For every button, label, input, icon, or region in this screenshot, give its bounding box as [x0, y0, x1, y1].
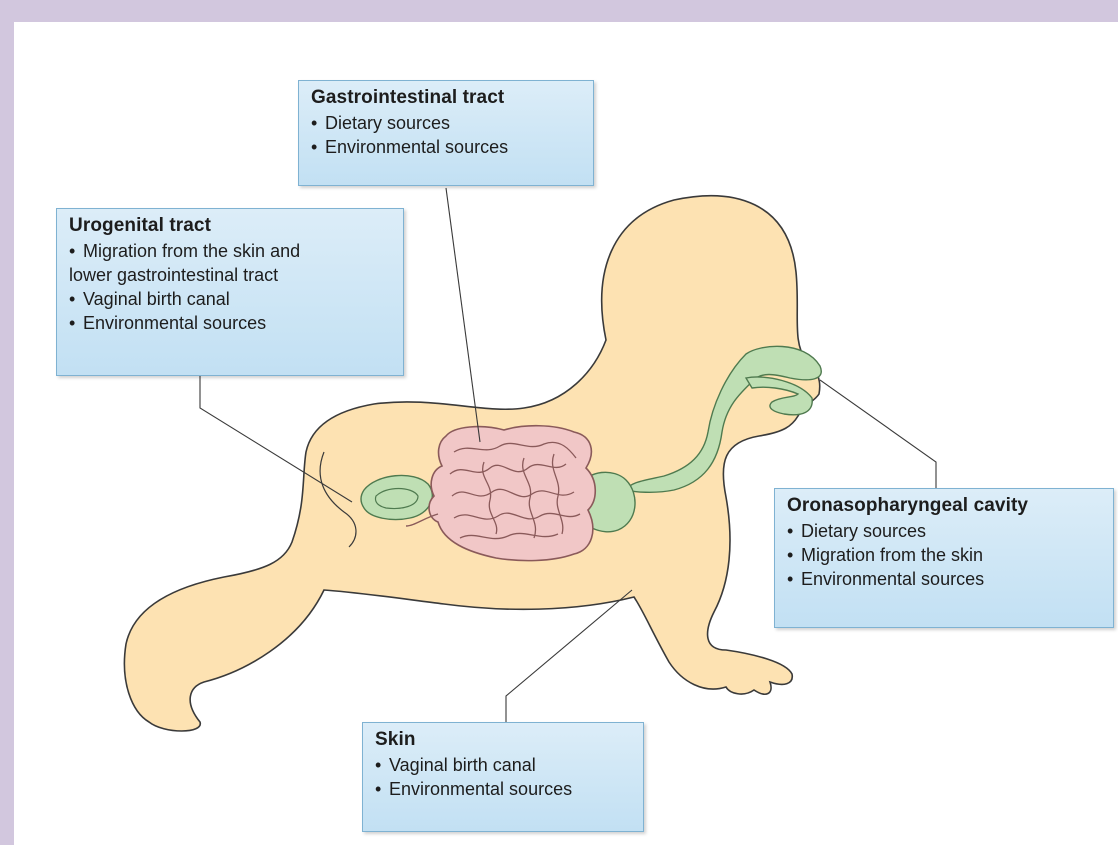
- oronasopharyngeal-label-box: Oronasopharyngeal cavity Dietary sources…: [774, 488, 1114, 628]
- gastrointestinal-label-box: Gastrointestinal tract Dietary sources E…: [298, 80, 594, 186]
- leader-oronasopharyngeal: [820, 380, 936, 488]
- list-item: Vaginal birth canal: [375, 753, 631, 777]
- oronasopharyngeal-title: Oronasopharyngeal cavity: [787, 495, 1101, 517]
- skin-label-box: Skin Vaginal birth canal Environmental s…: [362, 722, 644, 832]
- gastrointestinal-list: Dietary sources Environmental sources: [311, 111, 581, 159]
- list-item: Dietary sources: [311, 111, 581, 135]
- diagram-canvas: Gastrointestinal tract Dietary sources E…: [14, 22, 1118, 845]
- urogenital-list: Migration from the skin and lower gastro…: [69, 239, 391, 335]
- list-item: Environmental sources: [787, 567, 1101, 591]
- list-item: Environmental sources: [69, 311, 391, 335]
- list-item: Environmental sources: [375, 777, 631, 801]
- oronasopharyngeal-list: Dietary sources Migration from the skin …: [787, 519, 1101, 591]
- skin-list: Vaginal birth canal Environmental source…: [375, 753, 631, 801]
- gastrointestinal-title: Gastrointestinal tract: [311, 87, 581, 109]
- list-item: Migration from the skin and: [69, 239, 391, 263]
- list-item: Vaginal birth canal: [69, 287, 391, 311]
- urogenital-title: Urogenital tract: [69, 215, 391, 237]
- list-item: Dietary sources: [787, 519, 1101, 543]
- list-item: lower gastrointestinal tract: [69, 263, 391, 287]
- list-item: Migration from the skin: [787, 543, 1101, 567]
- urogenital-label-box: Urogenital tract Migration from the skin…: [56, 208, 404, 376]
- skin-title: Skin: [375, 729, 631, 751]
- list-item: Environmental sources: [311, 135, 581, 159]
